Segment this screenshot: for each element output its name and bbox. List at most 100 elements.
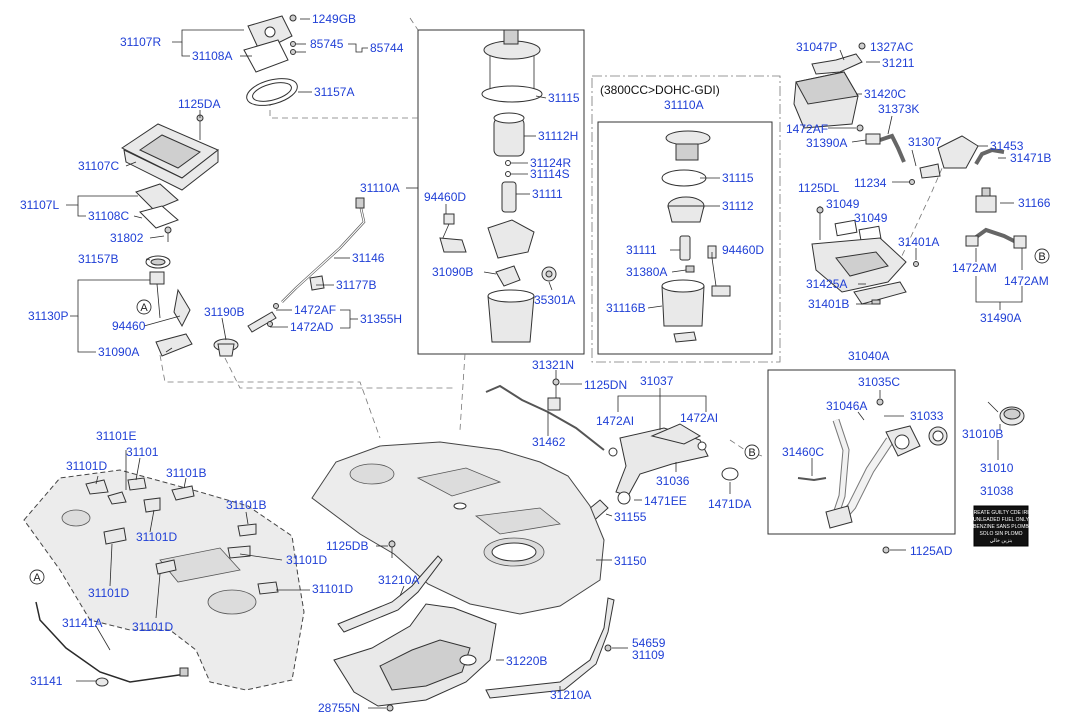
- hose-31471B: [974, 147, 1005, 166]
- label-31108A: 31108A: [192, 49, 232, 63]
- label-31037: 31037: [640, 374, 674, 388]
- clamp-31321N: [547, 376, 561, 411]
- connector-31390A: [865, 133, 881, 145]
- bolt-1249GB: [289, 14, 297, 22]
- oring-31124R: [505, 160, 511, 166]
- dash-connector: [224, 357, 455, 389]
- label-31115-main: 31115: [548, 91, 580, 105]
- label-1472AM-a: 1472AM: [952, 261, 997, 275]
- label-31124R: 31124R: [530, 156, 571, 170]
- caution-line-3: BENZINE SANS PLOMB: [973, 524, 1029, 530]
- heat-shield-31220B: [333, 603, 497, 707]
- clip-31035C: [876, 398, 884, 406]
- label-31101B-b: 31101B: [226, 498, 266, 512]
- label-31040A: 31040A: [848, 349, 889, 363]
- label-31101D-c: 31101D: [286, 553, 327, 567]
- clamp-1471DA: [721, 467, 739, 481]
- label-94460: 94460: [112, 319, 146, 333]
- fastener-85745b: [290, 49, 296, 55]
- label-31107L: 31107L: [20, 198, 59, 212]
- gdi-filter-31112: [667, 196, 705, 223]
- label-31420C: 31420C: [864, 87, 906, 101]
- oring-31114S: [505, 171, 511, 177]
- label-31462: 31462: [532, 435, 566, 449]
- label-31130P: 31130P: [28, 309, 68, 323]
- label-31101B-a: 31101B: [166, 466, 206, 480]
- label-31321N: 31321N: [532, 358, 574, 372]
- caution-label-31038: CREATE GUILTY CDE IRIS UNLEADED FUEL ONL…: [970, 505, 1033, 547]
- gdi-reservoir-31116B: [661, 279, 705, 343]
- label-31101: 31101: [126, 445, 159, 459]
- bolt-31802: [164, 226, 172, 242]
- protector-pads: [85, 477, 279, 595]
- label-1125DA: 1125DA: [178, 97, 220, 111]
- label-31035C: 31035C: [858, 375, 900, 389]
- label-31166: 31166: [1018, 196, 1051, 210]
- hose-31373K: [879, 133, 906, 163]
- label-31101E: 31101E: [96, 429, 136, 443]
- label-31307: 31307: [908, 135, 942, 149]
- label-1327AC: 1327AC: [870, 40, 914, 54]
- label-31112-gdi: 31112: [722, 199, 754, 213]
- label-31157A: 31157A: [314, 85, 354, 99]
- dash-connector: [459, 353, 466, 431]
- label-31155: 31155: [614, 510, 647, 524]
- label-31210A-b: 31210A: [550, 688, 591, 702]
- label-1472AI-b: 1472AI: [680, 411, 718, 425]
- bolt-11234: [909, 179, 915, 185]
- label-31210A-a: 31210A: [378, 573, 419, 587]
- dash-connector: [159, 354, 381, 439]
- gdi-clip-31380A: [685, 265, 695, 273]
- label-31101D-e: 31101D: [312, 582, 353, 596]
- label-31177B: 31177B: [336, 278, 376, 292]
- tank-left-outline: [23, 469, 305, 691]
- clamp-1472AI-b: [697, 441, 707, 451]
- label-31101D-d: 31101D: [88, 586, 129, 600]
- caution-line-5: بنزين خالي: [990, 538, 1013, 544]
- label-1472AM-b: 1472AM: [1004, 274, 1049, 288]
- gdi-flange: [665, 130, 711, 161]
- label-31380A: 31380A: [626, 265, 667, 279]
- leader-lines: [66, 18, 1023, 709]
- label-31109: 31109: [632, 648, 665, 662]
- clamp-1472AI-a: [608, 447, 618, 457]
- label-31111-main: 31111: [532, 187, 563, 201]
- bolt-1125DA: [196, 114, 204, 140]
- gdi-seal-31115: [661, 169, 707, 187]
- pump-flange-31115: [481, 29, 543, 103]
- label-31355H: 31355H: [360, 312, 402, 326]
- filter-31453: [937, 135, 979, 169]
- nut-54659: [604, 644, 612, 652]
- label-31460C: 31460C: [782, 445, 824, 459]
- label-31150: 31150: [614, 554, 647, 568]
- label-31101D-f: 31101D: [132, 620, 173, 634]
- label-31220B: 31220B: [506, 654, 547, 668]
- label-31107C: 31107C: [78, 159, 119, 173]
- cover-31107L: [135, 183, 179, 211]
- label-31111-gdi: 31111: [626, 243, 657, 257]
- bolt-1125AD: [882, 546, 890, 554]
- label-1125DB: 1125DB: [326, 539, 368, 553]
- label-31401B: 31401B: [808, 297, 849, 311]
- label-1249GB: 1249GB: [312, 12, 356, 26]
- connector-1472AF: [247, 303, 279, 333]
- label-1472AI-a: 1472AI: [596, 414, 634, 428]
- gdi-group-outer-box: [591, 75, 781, 363]
- label-31490A: 31490A: [980, 311, 1021, 325]
- label-31046A: 31046A: [826, 399, 867, 413]
- label-1472AF-a: 1472AF: [294, 303, 336, 317]
- label-1471DA: 1471DA: [708, 497, 751, 511]
- filler-housing-31033: [885, 425, 948, 457]
- label-94460D-gdi: 94460D: [722, 243, 764, 257]
- bracket-31307: [919, 163, 941, 179]
- filler-neck-group-box: [767, 369, 956, 535]
- label-28755N: 28755N: [318, 701, 360, 715]
- label-1472AD: 1472AD: [290, 320, 334, 334]
- canister-31420C: [793, 71, 859, 129]
- label-94460D-main: 94460D: [424, 190, 466, 204]
- gdi-group-inner-box: [597, 121, 773, 355]
- clip-31401B: [871, 299, 881, 305]
- svg-text:B: B: [1038, 251, 1045, 263]
- filler-neck-31040A: [825, 418, 894, 529]
- label-31116B: 31116B: [606, 301, 646, 315]
